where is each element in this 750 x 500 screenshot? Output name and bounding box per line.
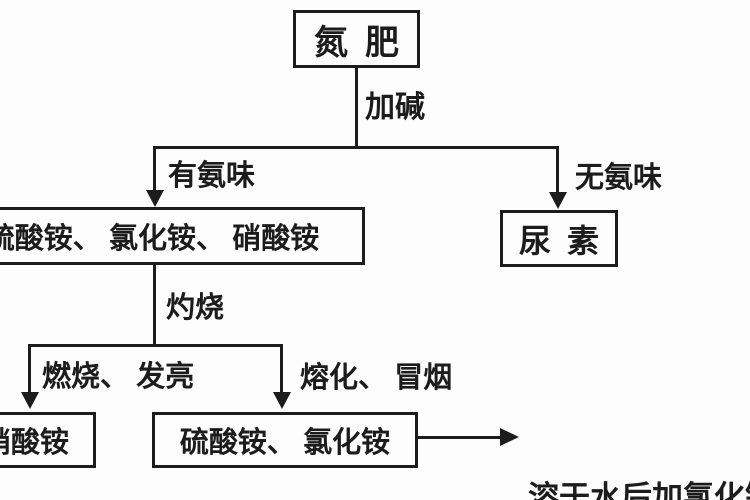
add-alkali-label: 加碱: [365, 91, 425, 124]
connector-branch2-horizontal: [28, 344, 283, 347]
connector-result: [418, 436, 502, 439]
connector-branch2-left: [28, 344, 31, 394]
connector-salts-to-branch: [153, 265, 156, 346]
ignite-label: 灼烧: [166, 292, 225, 324]
melt-smoke-label: 熔化、 冒烟: [300, 362, 453, 394]
ammonium-salts-box: 硫酸铵、 氯化铵、 硝酸铵: [0, 207, 365, 265]
urea-box: 尿 素: [500, 210, 618, 267]
arrow-right-icon: [500, 428, 519, 446]
arrow-down-icon: [549, 192, 567, 209]
burn-glow-label: 燃烧、 发亮: [42, 361, 195, 393]
connector-branch2-right: [280, 344, 283, 394]
result-text: 溶于水后加氯化钡 生成白色沉淀的是: [528, 398, 750, 500]
sulfate-chloride-box: 硫酸铵、 氯化铵: [152, 412, 418, 468]
arrow-down-icon: [146, 190, 164, 207]
ammonium-nitrate-box: 硝酸铵: [0, 412, 96, 468]
connector-right-branch: [556, 146, 559, 194]
no-ammonia-smell-label: 无氨味: [575, 162, 663, 194]
connector-branch-horizontal: [153, 146, 559, 149]
result-text-line1: 溶于水后加氯化钡: [528, 480, 750, 500]
connector-left-branch: [153, 146, 156, 193]
ammonia-smell-label: 有氨味: [168, 160, 256, 192]
arrow-down-icon: [21, 392, 39, 409]
root-box-nitrogen-fertilizer: 氮 肥: [293, 10, 420, 68]
connector-root-to-branch: [355, 68, 358, 148]
arrow-down-icon: [273, 392, 291, 409]
